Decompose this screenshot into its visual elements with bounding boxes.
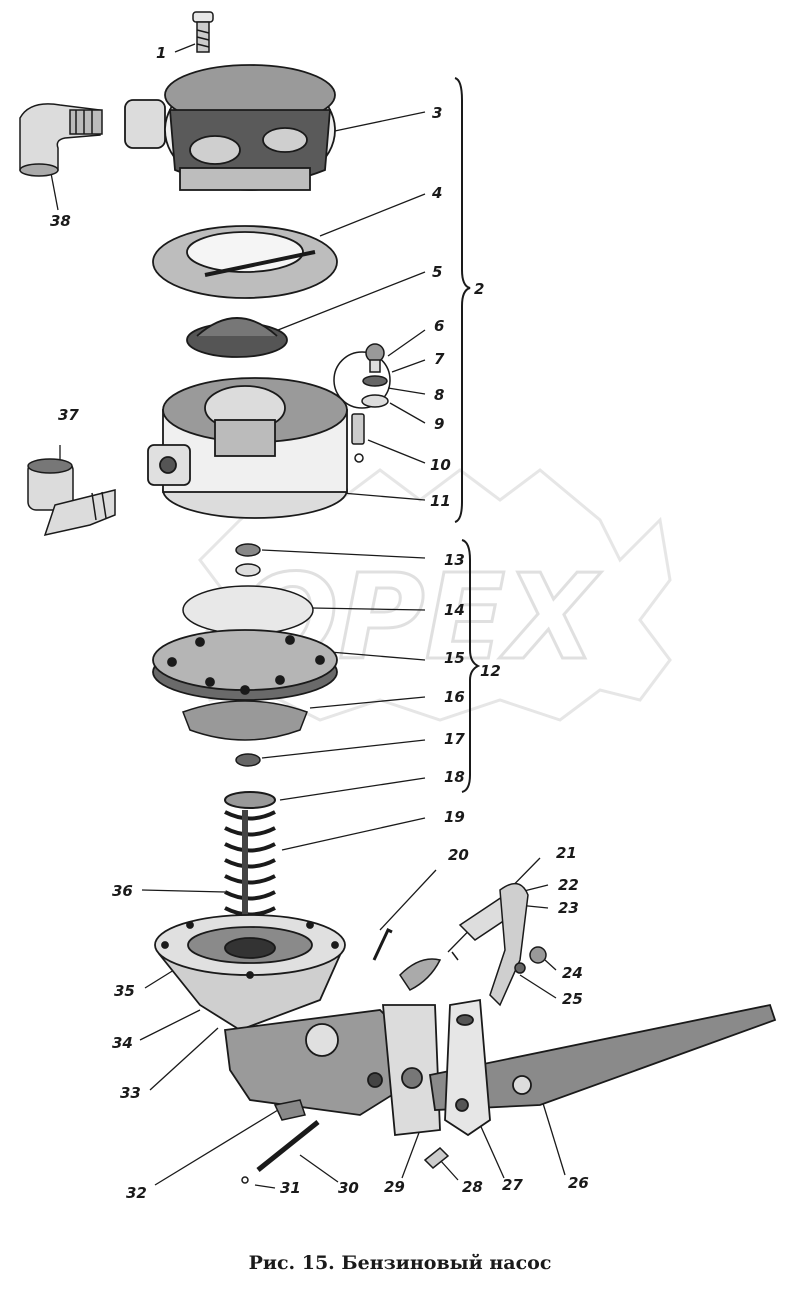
part-26-lever xyxy=(428,1003,777,1111)
part-5-filter-screen xyxy=(186,317,288,358)
label-34: 34 xyxy=(112,1034,133,1052)
part-1-screw xyxy=(192,11,214,53)
label-26: 26 xyxy=(568,1174,589,1192)
label-23: 23 xyxy=(558,899,579,917)
part-27-link-plate xyxy=(444,998,491,1137)
label-12: 12 xyxy=(480,662,501,680)
label-27: 27 xyxy=(502,1176,523,1194)
part-16-17-cup-and-washer xyxy=(182,700,308,767)
label-9: 9 xyxy=(434,415,444,433)
label-1: 1 xyxy=(156,44,166,62)
part-6-10-valve-assembly xyxy=(351,343,389,463)
label-15: 15 xyxy=(444,649,465,667)
label-32: 32 xyxy=(126,1184,147,1202)
label-25: 25 xyxy=(562,990,583,1008)
label-29: 29 xyxy=(384,1178,405,1196)
label-31: 31 xyxy=(280,1179,301,1197)
label-18: 18 xyxy=(444,768,465,786)
label-37: 37 xyxy=(58,406,79,424)
label-30: 30 xyxy=(338,1179,359,1197)
label-5: 5 xyxy=(432,263,442,281)
part-28-32-pins xyxy=(241,1099,450,1184)
label-28: 28 xyxy=(462,1178,483,1196)
label-13: 13 xyxy=(444,551,465,569)
label-17: 17 xyxy=(444,730,465,748)
part-pump-base xyxy=(223,1004,441,1136)
label-14: 14 xyxy=(444,601,465,619)
part-19-spring xyxy=(224,791,276,935)
label-20: 20 xyxy=(448,846,469,864)
part-4-gasket xyxy=(152,225,338,299)
label-35: 35 xyxy=(114,982,135,1000)
label-19: 19 xyxy=(444,808,465,826)
part-3-pump-cover xyxy=(124,64,336,191)
label-24: 24 xyxy=(562,964,583,982)
label-7: 7 xyxy=(434,350,445,368)
part-37-union-fitting xyxy=(27,458,116,537)
label-21: 21 xyxy=(556,844,577,862)
label-38: 38 xyxy=(50,212,71,230)
part-38-elbow-fitting xyxy=(19,103,103,177)
label-2: 2 xyxy=(474,280,484,298)
figure-caption: Рис. 15. Бензиновый насос xyxy=(248,1252,552,1274)
part-11-pump-body xyxy=(147,377,348,519)
label-36: 36 xyxy=(112,882,133,900)
label-4: 4 xyxy=(431,184,442,202)
part-34-lower-housing xyxy=(154,914,346,1031)
label-11: 11 xyxy=(430,492,451,510)
part-15-diaphragm xyxy=(152,629,338,701)
label-22: 22 xyxy=(558,876,579,894)
label-8: 8 xyxy=(434,386,444,404)
label-3: 3 xyxy=(432,104,442,122)
label-16: 16 xyxy=(444,688,465,706)
label-10: 10 xyxy=(430,456,451,474)
label-33: 33 xyxy=(120,1084,141,1102)
part-number-labels: 1 2 3 4 5 6 7 8 9 10 11 12 13 14 15 16 1… xyxy=(50,44,589,1202)
part-20-25-small-parts xyxy=(372,882,547,1007)
label-6: 6 xyxy=(434,317,444,335)
